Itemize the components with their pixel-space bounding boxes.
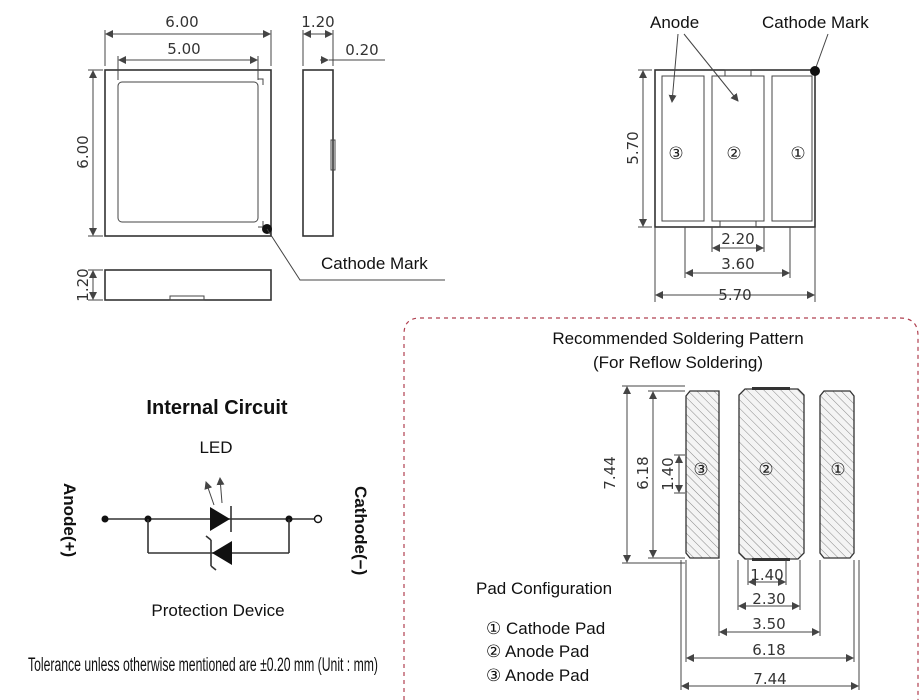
dim-front-thickness: 1.20 bbox=[74, 268, 92, 301]
dim-total-width: 5.70 bbox=[718, 286, 751, 304]
led-diode-symbol bbox=[210, 507, 230, 531]
dim-side-thickness: 1.20 bbox=[301, 13, 334, 31]
dim-bottom-height: 5.70 bbox=[624, 131, 642, 164]
dim-350: 3.50 bbox=[752, 615, 785, 633]
pin-1: ① bbox=[790, 144, 805, 164]
sp-pin-2: ② bbox=[758, 460, 773, 480]
led-label: LED bbox=[199, 438, 232, 457]
dim-pad-span: 3.60 bbox=[721, 255, 754, 273]
bottom-view: ③ ② ① Anode Cathode Mark 5.70 2.20 3.60 … bbox=[624, 13, 869, 304]
sp-pin-3: ③ bbox=[693, 460, 708, 480]
circuit-title: Internal Circuit bbox=[146, 397, 287, 419]
dim-140-vertical: 1.40 bbox=[659, 457, 677, 490]
lens-outline bbox=[117, 81, 259, 223]
internal-circuit: Internal Circuit LED Anode(+) Cathode(−)… bbox=[60, 397, 370, 620]
bottom-cathode-mark-label: Cathode Mark bbox=[762, 13, 869, 32]
soldering-pattern: Recommended Soldering Pattern (For Reflo… bbox=[403, 317, 919, 700]
protection-device-label: Protection Device bbox=[151, 601, 284, 620]
protection-diode-symbol bbox=[212, 541, 232, 565]
pad-1 bbox=[819, 390, 855, 559]
tolerance-note: Tolerance unless otherwise mentioned are… bbox=[28, 655, 378, 676]
top-view: 6.00 5.00 6.00 1.20 0.20 1.20 Cathode Ma… bbox=[74, 13, 445, 302]
cathode-mark-label: Cathode Mark bbox=[321, 254, 428, 273]
anode-label: Anode bbox=[650, 13, 699, 32]
dim-side-lead: 0.20 bbox=[345, 41, 378, 59]
soldering-title-2: (For Reflow Soldering) bbox=[593, 353, 763, 372]
pad-2 bbox=[738, 388, 805, 560]
dim-618-vertical: 6.18 bbox=[634, 456, 652, 489]
side-view bbox=[302, 69, 334, 237]
anode-terminal-label: Anode(+) bbox=[60, 483, 79, 557]
sp-pin-1: ① bbox=[830, 460, 845, 480]
dim-height-outer: 6.00 bbox=[74, 135, 92, 168]
pin-3: ③ bbox=[668, 144, 683, 164]
dim-744-vertical: 7.44 bbox=[601, 456, 619, 489]
pad-config-3: ③ Anode Pad bbox=[486, 666, 589, 685]
pad-config-title: Pad Configuration bbox=[476, 579, 612, 598]
pad-config-2: ② Anode Pad bbox=[486, 642, 589, 661]
dim-230: 2.30 bbox=[752, 590, 785, 608]
dim-pad-center: 2.20 bbox=[721, 230, 754, 248]
dim-140-horizontal: 1.40 bbox=[750, 566, 783, 584]
pin-2: ② bbox=[726, 144, 741, 164]
cathode-terminal-label: Cathode(−) bbox=[351, 486, 370, 575]
pad-3 bbox=[685, 390, 720, 559]
package-outline bbox=[104, 69, 272, 237]
dim-width-inner: 5.00 bbox=[167, 40, 200, 58]
pad-config-1: ① Cathode Pad bbox=[486, 619, 605, 638]
dim-618-horizontal: 6.18 bbox=[752, 641, 785, 659]
soldering-title-1: Recommended Soldering Pattern bbox=[552, 329, 803, 348]
dim-width-outer: 6.00 bbox=[165, 13, 198, 31]
dim-744-horizontal: 7.44 bbox=[753, 670, 786, 688]
